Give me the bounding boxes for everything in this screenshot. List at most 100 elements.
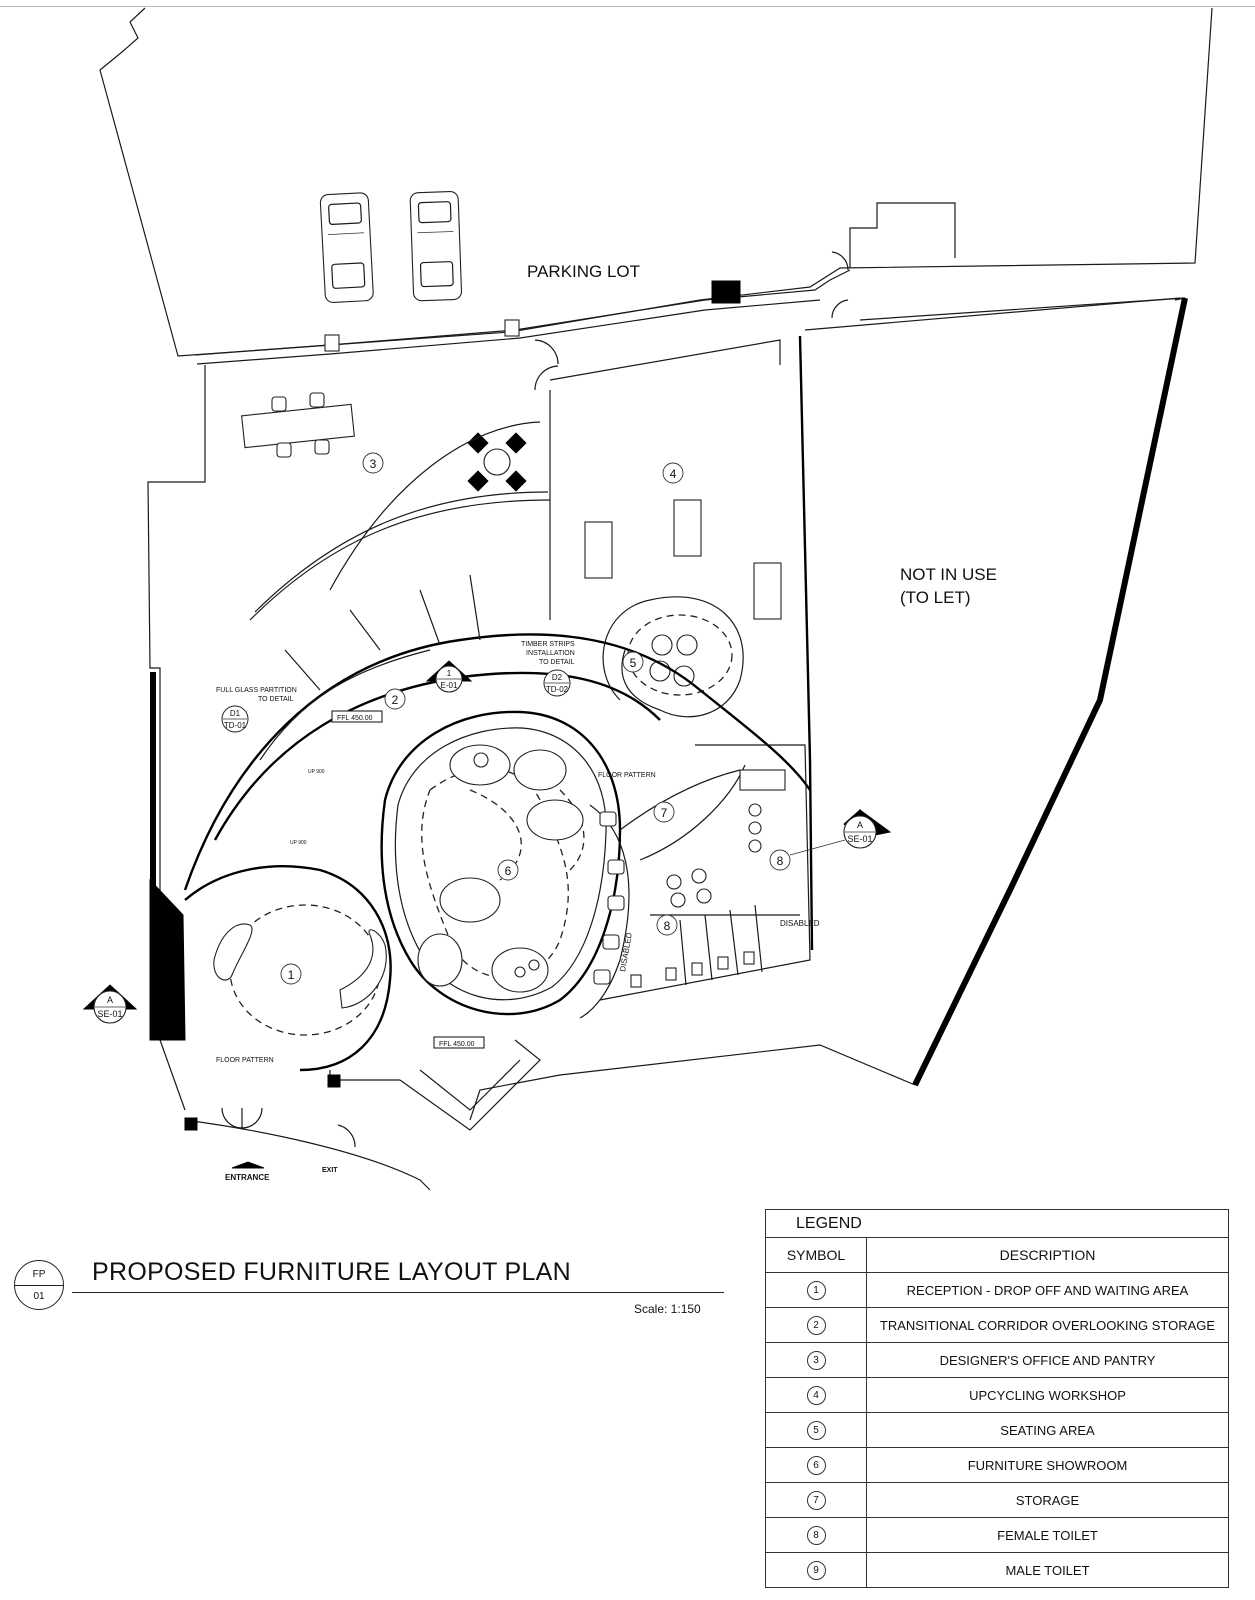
reception-sofa: [339, 929, 387, 1009]
svg-text:FULL GLASS PARTITION: FULL GLASS PARTITION: [216, 687, 297, 694]
svg-text:D2: D2: [552, 673, 563, 682]
annex-outline: [849, 202, 956, 268]
legend-symbol-circle: 6: [806, 1455, 826, 1475]
reception-wall: [184, 865, 392, 1072]
svg-text:3: 3: [370, 457, 377, 471]
legend-row: 2 TRANSITIONAL CORRIDOR OVERLOOKING STORA…: [766, 1308, 1228, 1343]
legend-symbol-circle: 2: [806, 1315, 826, 1335]
page-top-rule: [0, 6, 1255, 7]
room-tag-1: 1: [280, 963, 302, 985]
room-tag-2: 2: [384, 688, 406, 710]
not-in-use-label: NOT IN USE: [900, 565, 997, 584]
legend-symbol-circle: 9: [806, 1560, 826, 1580]
north-wall-outer: [194, 269, 851, 356]
legend-description-header: DESCRIPTION: [999, 1247, 1096, 1263]
svg-text:SE-01: SE-01: [847, 834, 872, 844]
entrance-door-right: [241, 1107, 263, 1129]
svg-text:TD-01: TD-01: [224, 721, 247, 730]
legend-description-cell: MALE TOILET: [1005, 1562, 1090, 1578]
room-tag-5: 5: [622, 651, 644, 673]
drawing-code-badge: FP 01: [14, 1260, 64, 1310]
legend-symbol-circle: 1: [806, 1280, 826, 1300]
entrance-label: ENTRANCE: [225, 1173, 270, 1182]
workshop-north-wall: [549, 339, 781, 381]
room-tag-4: 4: [662, 462, 684, 484]
svg-text:FLOOR PATTERN: FLOOR PATTERN: [598, 772, 656, 779]
svg-text:4: 4: [670, 467, 677, 481]
round-table-set: [467, 432, 527, 492]
display-island-2: [513, 749, 567, 791]
parked-car-1: [319, 192, 374, 303]
legend-symbol-cell: 2: [766, 1308, 867, 1342]
reception-bench: [213, 923, 253, 981]
legend-symbol-circle: 8: [806, 1525, 826, 1545]
svg-text:SE-01: SE-01: [97, 1009, 122, 1019]
legend-row: 6 FURNITURE SHOWROOM: [766, 1448, 1228, 1483]
legend-symbol-circle: 5: [806, 1420, 826, 1440]
legend-description-cell: RECEPTION - DROP OFF AND WAITING AREA: [906, 1282, 1189, 1298]
svg-text:6: 6: [505, 864, 512, 878]
legend-row: 1 RECEPTION - DROP OFF AND WAITING AREA: [766, 1273, 1228, 1308]
floor-pattern-showroom: [421, 767, 569, 979]
legend-symbol-cell: 5: [766, 1413, 867, 1447]
legend-symbol-cell: 1: [766, 1273, 867, 1307]
let-area-outline: [859, 297, 1186, 321]
legend-symbol-circle: 4: [806, 1385, 826, 1405]
site-boundary: [99, 7, 1213, 357]
legend-symbol-cell: 7: [766, 1483, 867, 1517]
north-wall-inner: [196, 299, 821, 365]
legend-description-cell: TRANSITIONAL CORRIDOR OVERLOOKING STORAG…: [879, 1317, 1216, 1333]
drawing-title: PROPOSED FURNITURE LAYOUT PLAN: [92, 1258, 571, 1286]
svg-text:DISABLED: DISABLED: [780, 919, 820, 928]
let-area-south-wall: [469, 1044, 916, 1121]
legend-title: LEGEND: [766, 1210, 1228, 1238]
section-marker-east: A SE-01: [843, 808, 892, 849]
svg-text:D1: D1: [230, 709, 241, 718]
legend-description-cell: FURNITURE SHOWROOM: [967, 1457, 1128, 1473]
svg-text:INSTALLATION: INSTALLATION: [526, 650, 575, 657]
entrance-door-left: [221, 1107, 243, 1129]
entrance-arrow: [231, 1161, 265, 1169]
legend-description-cell: FEMALE TOILET: [997, 1527, 1098, 1543]
drawing-code-bottom: 01: [33, 1291, 45, 1302]
title-block: FP 01 PROPOSED FURNITURE LAYOUT PLAN Sca…: [14, 1252, 724, 1332]
svg-text:5: 5: [630, 656, 637, 670]
legend-row: 5 SEATING AREA: [766, 1413, 1228, 1448]
room-tag-6: 6: [497, 859, 519, 881]
svg-text:2: 2: [392, 693, 399, 707]
legend-symbol-cell: 9: [766, 1553, 867, 1587]
legend-row: 9 MALE TOILET: [766, 1553, 1228, 1587]
corridor-outer-wall: [183, 633, 811, 891]
exit-door: [337, 1124, 356, 1148]
svg-text:7: 7: [661, 806, 668, 820]
workshop-table-2: [673, 499, 702, 557]
storage-wall: [619, 764, 746, 861]
legend-symbol-cell: 3: [766, 1343, 867, 1377]
legend-symbol-circle: 3: [806, 1350, 826, 1370]
svg-text:FFL 450.00: FFL 450.00: [439, 1041, 475, 1048]
svg-text:A: A: [857, 820, 863, 830]
display-island-6: [417, 933, 463, 987]
legend-symbol-cell: 8: [766, 1518, 867, 1552]
showroom-inner-wall: [394, 727, 607, 1001]
legend-table: LEGEND SYMBOL DESCRIPTION 1 RECEPTION - D…: [765, 1209, 1229, 1588]
room-tag-7: 7: [653, 801, 675, 823]
column-block: [711, 280, 741, 304]
let-area-east-wall: [912, 297, 1188, 1087]
svg-text:8: 8: [664, 919, 671, 933]
legend-description-cell: SEATING AREA: [1000, 1422, 1095, 1438]
parked-car-2: [409, 191, 463, 302]
office-curved-wall: [249, 499, 551, 621]
svg-text:E-01: E-01: [441, 681, 458, 690]
display-island-3: [526, 799, 584, 841]
entrance-ramp: [399, 1039, 541, 1131]
room-tag-8a: 8: [769, 849, 791, 871]
legend-symbol-header: SYMBOL: [766, 1238, 867, 1272]
svg-text:1: 1: [447, 669, 452, 678]
detail-marker-d1: D1 TD-01: [221, 705, 249, 733]
drawing-scale: Scale: 1:150: [634, 1302, 701, 1316]
reception-floor-pattern: [229, 904, 381, 1036]
